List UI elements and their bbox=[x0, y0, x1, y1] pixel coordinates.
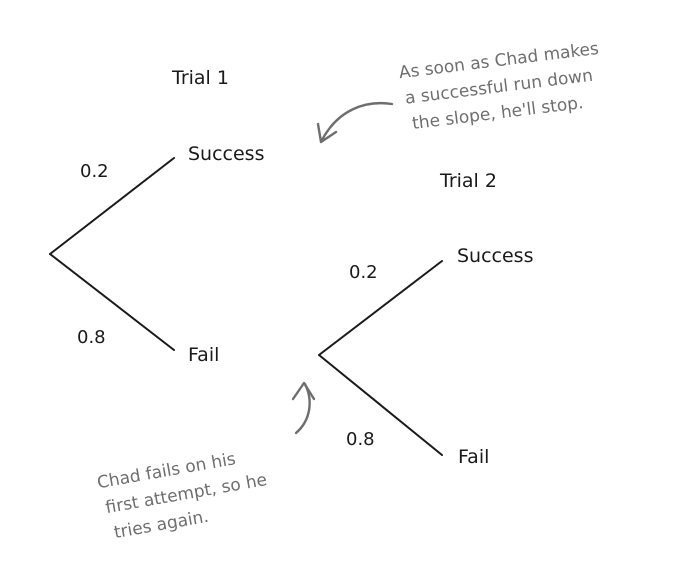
trial-1-fail-probability: 0.8 bbox=[77, 327, 106, 348]
top-annotation-arrowhead-icon bbox=[316, 122, 338, 144]
trial-2-fail-probability: 0.8 bbox=[346, 429, 375, 450]
bottom-annotation: Chad fails on his first attempt, so he t… bbox=[96, 449, 269, 543]
trial-1-success-branch bbox=[49, 157, 175, 255]
trial-1-fail-branch bbox=[49, 253, 175, 351]
top-annotation-arrow bbox=[320, 102, 394, 142]
trial-1-heading: Trial 1 bbox=[171, 67, 229, 89]
top-annotation: As soon as Chad makes a successful run d… bbox=[398, 39, 600, 134]
trial-2-fail-label: Fail bbox=[458, 446, 489, 468]
trial-2-success-probability: 0.2 bbox=[349, 262, 378, 283]
bottom-annotation-arrowhead-icon bbox=[291, 381, 316, 401]
trial-1-success-label: Success bbox=[188, 143, 264, 165]
trial-2-success-branch bbox=[318, 260, 443, 356]
trial-1-fail-label: Fail bbox=[188, 344, 219, 366]
trial-2-heading: Trial 2 bbox=[439, 170, 497, 192]
trial-2-success-label: Success bbox=[457, 245, 533, 267]
trial-1-success-probability: 0.2 bbox=[80, 161, 109, 182]
trial-2-fail-branch bbox=[318, 354, 443, 456]
